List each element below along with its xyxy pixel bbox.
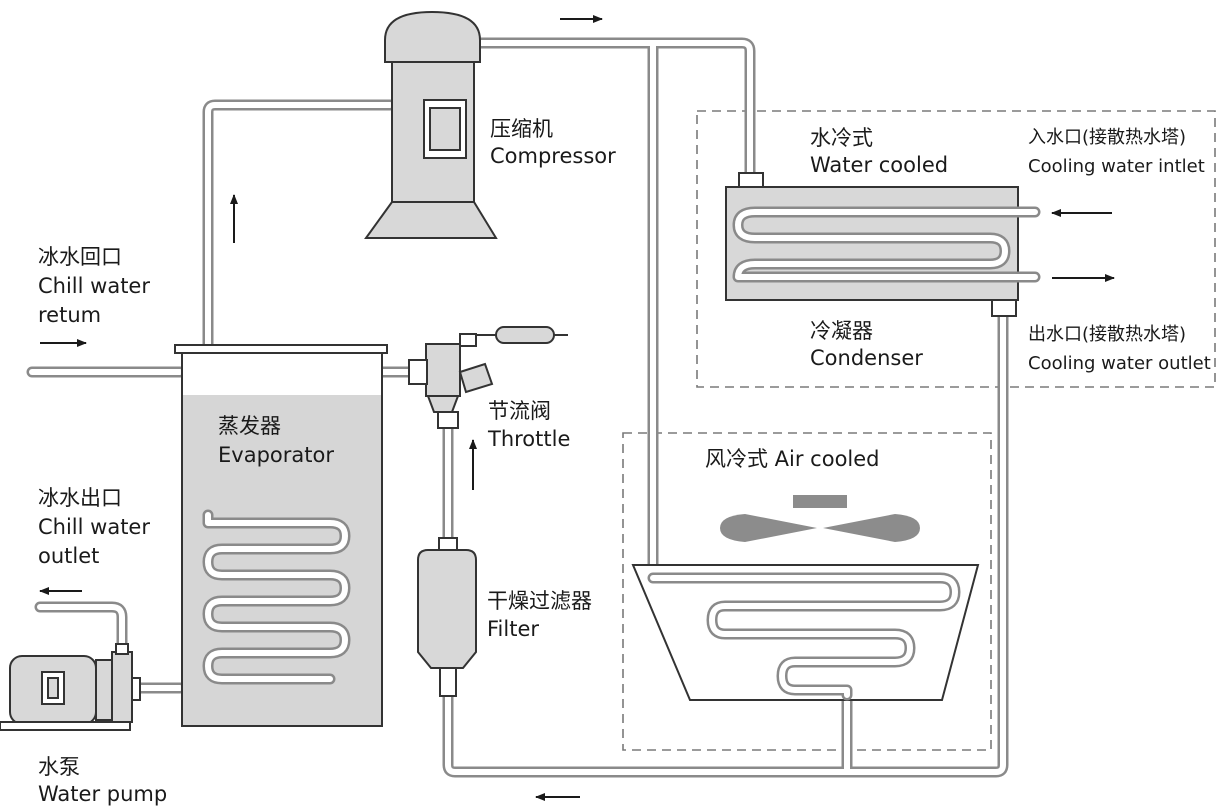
chill-outlet-label-en-2: outlet: [38, 544, 100, 568]
evaporator: [174, 344, 388, 727]
condenser-label-en: Condenser: [810, 346, 923, 370]
compressor-label-cn: 压缩机: [490, 117, 553, 141]
throttle-label-en: Throttle: [488, 427, 571, 451]
cooling-inlet-label-cn: 入水口(接散热水塔): [1028, 127, 1187, 148]
chill-outlet-label-en-1: Chill water: [38, 515, 150, 539]
fan-icon: [720, 495, 920, 542]
pump-label-en: Water pump: [38, 782, 168, 806]
air-cooled-condenser: [631, 564, 980, 701]
filter-label-en: Filter: [487, 617, 540, 641]
air-cooled-label: 风冷式 Air cooled: [705, 447, 880, 471]
evaporator-label-cn: 蒸发器: [218, 414, 281, 438]
filter-drier: [417, 537, 477, 697]
water-pump: [0, 643, 141, 731]
water-cooled-box: [696, 110, 1216, 388]
throttle-label-cn: 节流阀: [488, 399, 551, 423]
chill-return-label-cn: 冰水回口: [38, 245, 122, 269]
condenser-label-cn: 冷凝器: [810, 319, 873, 343]
compressor-label-en: Compressor: [490, 144, 616, 168]
chill-outlet-label-cn: 冰水出口: [38, 486, 122, 510]
water-cooled-condenser: [725, 172, 1041, 317]
water-cooled-label-cn: 水冷式: [810, 126, 873, 150]
chill-return-label-en-1: Chill water: [38, 274, 150, 298]
compressor: [364, 10, 498, 239]
air-cooled-box: [622, 432, 992, 751]
chill-return-label-en-2: retum: [38, 303, 102, 327]
water-cooled-label-en: Water cooled: [810, 153, 949, 177]
evaporator-label-en: Evaporator: [218, 443, 334, 467]
throttle-valve: [408, 326, 568, 429]
arrow-icon: [39, 15, 1115, 801]
pump-label-cn: 水泵: [38, 755, 80, 779]
cooling-outlet-label-cn: 出水口(接散热水塔): [1028, 324, 1187, 345]
cooling-inlet-label-en: Cooling water intlet: [1028, 156, 1205, 177]
cooling-outlet-label-en: Cooling water outlet: [1028, 353, 1211, 374]
filter-label-cn: 干燥过滤器: [487, 589, 592, 613]
